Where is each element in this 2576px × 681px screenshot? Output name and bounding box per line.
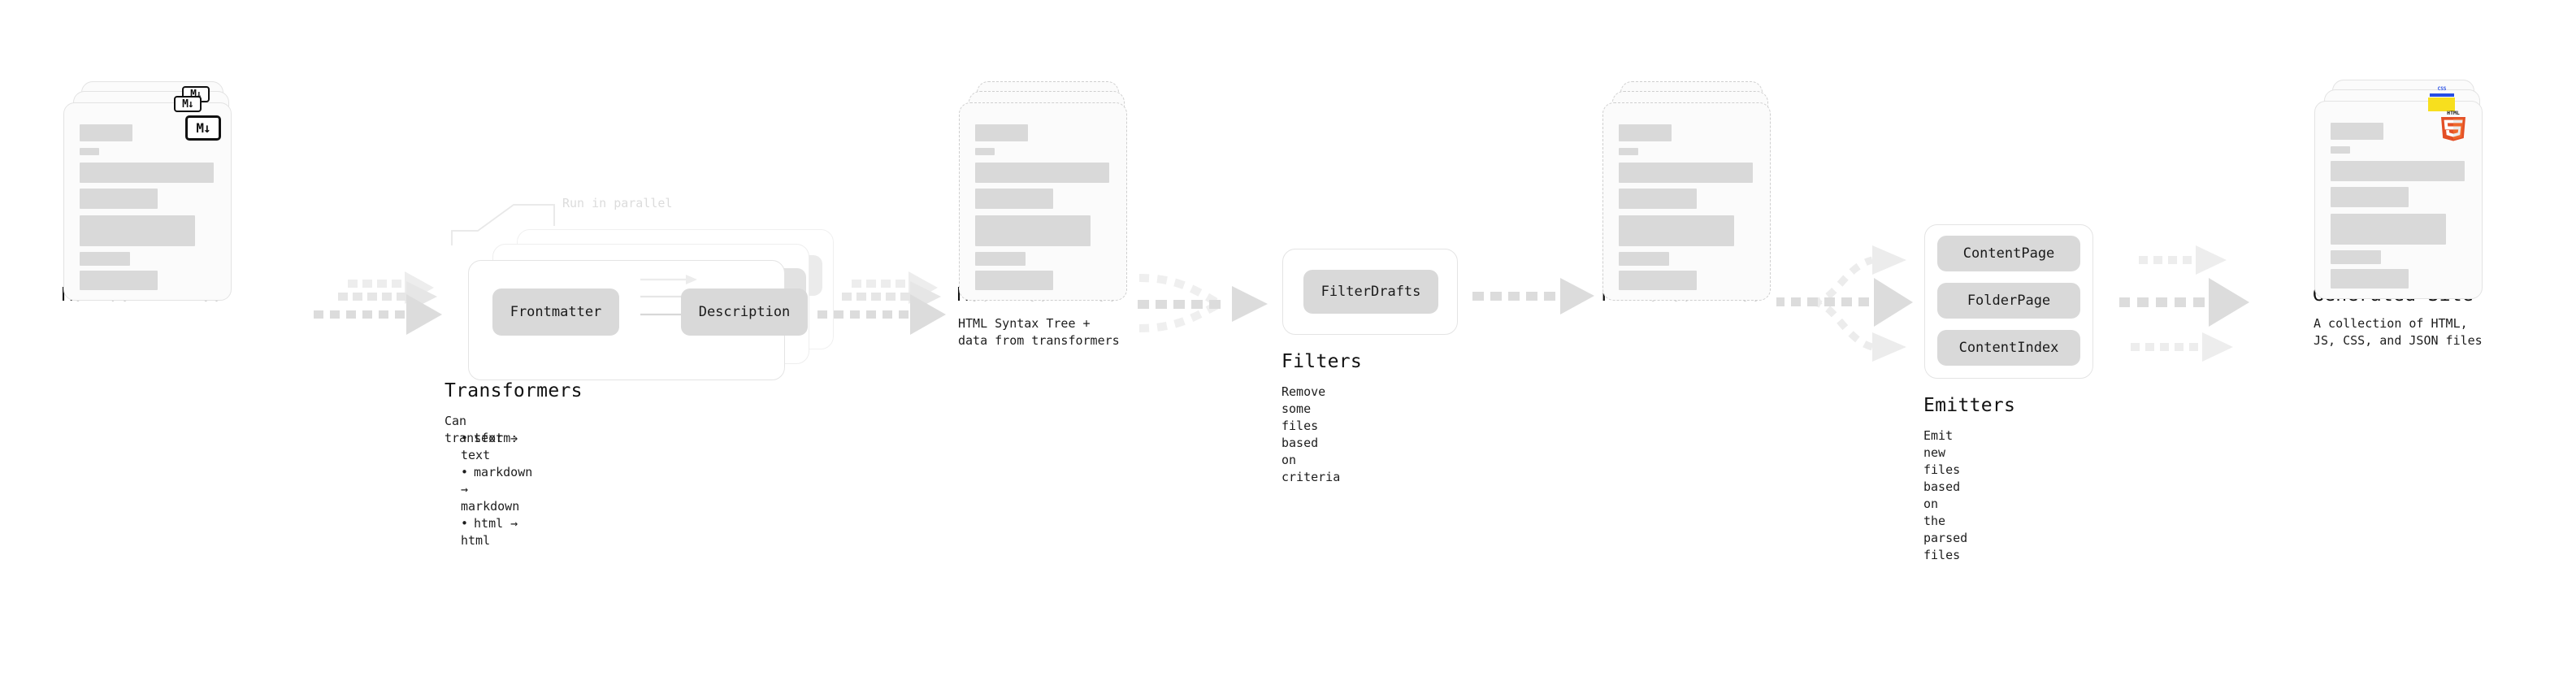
transformer-pill-description[interactable]: Description: [681, 288, 808, 336]
arrow-filters-to-filtered: [1469, 276, 1599, 325]
stage-filtered-files: Filtered files: [1601, 81, 1777, 306]
javascript-icon: [2428, 98, 2455, 111]
transformer-bullet: html → html: [461, 515, 532, 549]
arrow-emitters-to-site: [2113, 236, 2275, 382]
run-in-parallel-note: Run in parallel: [562, 196, 673, 210]
emitter-pill-contentindex[interactable]: ContentIndex: [1937, 330, 2080, 366]
diverging-arrow-icon: [1776, 245, 1913, 362]
triple-arrow-icon: [314, 271, 442, 335]
filters-subtitle: Remove some files based on criteria: [1281, 384, 1341, 484]
transformers-title: Transformers: [445, 380, 583, 401]
emitter-pill-folderpage[interactable]: FolderPage: [1937, 283, 2080, 319]
modified-card-front: [959, 102, 1127, 301]
single-arrow-icon: [1472, 278, 1594, 314]
emitter-pill-contentpage[interactable]: ContentPage: [1937, 236, 2080, 271]
generated-site-file-stack: CSS HTML: [2314, 80, 2489, 299]
arrow-filtered-to-emitters: [1776, 236, 1947, 382]
generated-site-subtitle: A collection of HTML, JS, CSS, and JSON …: [2314, 316, 2483, 348]
triple-arrow-icon: [817, 271, 946, 335]
markdown-icon: M↓: [185, 115, 221, 141]
modified-file-stack: [959, 81, 1134, 301]
filtered-card-front: [1602, 102, 1771, 301]
triple-parallel-arrow-icon: [2119, 245, 2249, 362]
emitters-subtitle: Emit new files based on the parsed files: [1923, 428, 1968, 562]
filter-pill-filterdrafts[interactable]: FilterDrafts: [1303, 270, 1438, 314]
transformer-bullet: markdown → markdown: [461, 464, 532, 515]
arrow-transformers-to-modified: [813, 271, 959, 349]
transformer-pill-frontmatter[interactable]: Frontmatter: [492, 288, 619, 336]
stage-modified-files: Modified files HTML Syntax Tree + data f…: [957, 81, 1134, 348]
transformers-bullet-list: text → text markdown → markdown html → h…: [449, 430, 532, 549]
generated-card-front-html: [2314, 101, 2483, 299]
filtered-file-stack: [1602, 81, 1777, 301]
css3-icon: CSS: [2430, 86, 2454, 97]
modified-files-subtitle: HTML Syntax Tree + data from transformer…: [958, 316, 1120, 348]
stage-markdown-files: M↓ M↓ M↓ Markdown Files: [62, 81, 238, 306]
run-in-parallel-leader-line: [451, 204, 555, 245]
markdown-icon-back-1: M↓: [174, 96, 202, 112]
arrow-markdown-to-transformers: [309, 271, 455, 349]
arrow-modified-to-filters: [1130, 260, 1292, 358]
converging-arrow-icon: [1138, 274, 1268, 332]
emitters-title: Emitters: [1923, 395, 2016, 416]
html5-icon: HTML: [2438, 109, 2469, 143]
markdown-file-stack: M↓ M↓ M↓: [63, 81, 238, 301]
filters-title: Filters: [1281, 351, 1363, 372]
svg-text:HTML: HTML: [2447, 110, 2460, 116]
transformer-bullet: text → text: [461, 430, 532, 464]
stage-generated-site: CSS HTML: [2313, 80, 2489, 348]
